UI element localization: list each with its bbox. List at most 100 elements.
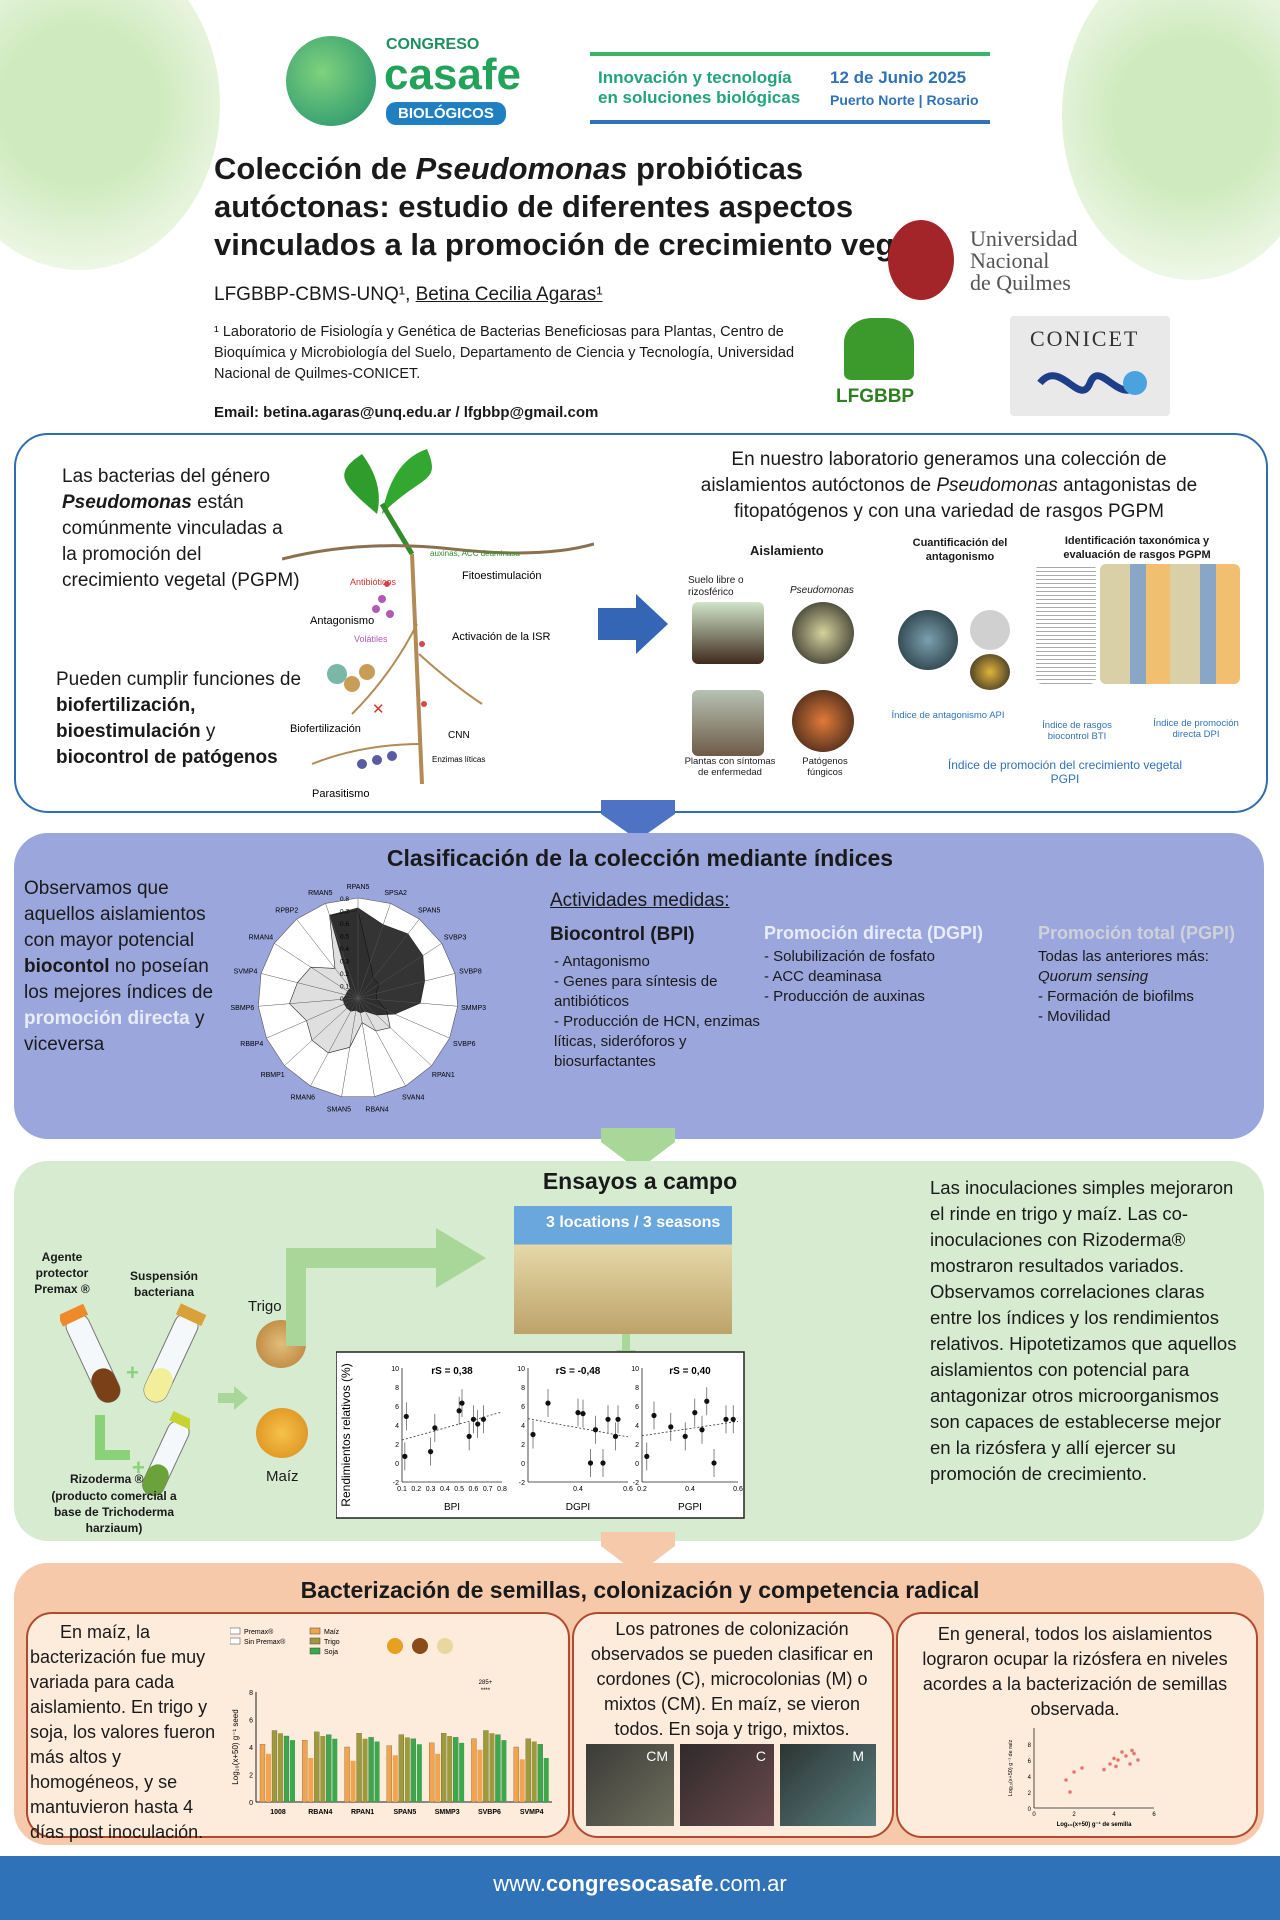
svg-text:Antagonismo: Antagonismo	[310, 615, 374, 627]
scatter-point	[730, 1416, 736, 1422]
scatter-point	[575, 1410, 581, 1416]
antagonism-photo-3	[970, 654, 1010, 690]
bar-legend-swatch	[230, 1637, 241, 1645]
scatter-point	[704, 1398, 710, 1404]
radar-spoke	[260, 973, 359, 999]
radar-spoke	[357, 997, 458, 1007]
scatter-ytick: 0	[521, 1461, 525, 1468]
scatter-point	[466, 1433, 472, 1439]
svg-text:Antibióticos: Antibióticos	[350, 577, 397, 587]
scatter-annotation: rS = 0,40	[669, 1366, 711, 1377]
banner-date: 12 de Junio 2025	[830, 68, 967, 87]
radar-spoke	[341, 997, 359, 1097]
radar-spoke	[357, 943, 442, 999]
micrograph-c: C	[680, 1744, 774, 1826]
radar-tick-label: 0.7	[340, 909, 349, 916]
radar-spoke	[357, 973, 456, 999]
scatter-ytick: 6	[521, 1404, 525, 1411]
radar-axis-label: SVMP4	[234, 969, 258, 976]
bar	[525, 1738, 531, 1803]
radar-axis-label: SPAN5	[418, 908, 441, 915]
email: Email: betina.agaras@unq.edu.ar / lfgbbp…	[214, 404, 599, 421]
scatter-annotation: rS = -0,48	[556, 1366, 601, 1377]
bar	[489, 1733, 495, 1802]
svg-text:Parasitismo: Parasitismo	[312, 788, 369, 800]
scatter-point	[699, 1427, 705, 1433]
workflow-diagram: Aislamiento Cuantificación del antagonis…	[684, 535, 1240, 786]
scatter-point	[592, 1427, 599, 1433]
root-point	[1128, 1762, 1132, 1766]
radar-spoke	[357, 997, 406, 1087]
root-point	[1136, 1758, 1140, 1762]
bar-legend-swatch	[230, 1627, 241, 1635]
root-xlabel: Log₁₀(x+50) g⁻¹ de semilla	[1057, 1821, 1133, 1828]
scatter-trend-line	[401, 1411, 503, 1441]
radar-axis-label: SPSA2	[384, 890, 407, 897]
radar-axis-label: RBBP4	[240, 1041, 263, 1048]
scatter-ytick: 8	[521, 1385, 525, 1392]
svg-text:CNN: CNN	[448, 730, 470, 741]
scatter-ytick: 8	[395, 1385, 399, 1392]
big-green-arrow-icon	[286, 1228, 486, 1346]
field-title: Ensayos a campo	[542, 1168, 738, 1194]
rizoderma-tube-icon: +	[95, 1411, 190, 1496]
scatter-xtick: 0.3	[426, 1486, 436, 1493]
bar	[332, 1738, 338, 1802]
scatter-ytick: -2	[633, 1480, 639, 1487]
scatter-point	[403, 1413, 409, 1420]
pgpm-plant-diagram: ✕ auxinas, ACC deaminasa Fitoestimulació…	[282, 449, 594, 800]
congress-banner: Innovación y tecnología en soluciones bi…	[590, 52, 990, 124]
bar	[483, 1730, 489, 1803]
root-point	[1108, 1762, 1112, 1766]
root-xtick: 4	[1112, 1812, 1116, 1818]
scatter-point	[432, 1425, 438, 1431]
pgpi-list: Todas las anteriores más:Quorum sensing-…	[1038, 948, 1209, 1025]
svg-text:✕: ✕	[372, 701, 385, 718]
radar-tick-label: 0	[340, 996, 344, 1003]
scatter-ytick: 2	[395, 1442, 399, 1449]
radar-axis-label: RMAN6	[291, 1095, 316, 1102]
seed-bacterization-bar-chart: Premax®Sin Premax®MaízTrigoSoja02468Log₁…	[230, 1627, 552, 1816]
svg-text:Enzimas líticas: Enzimas líticas	[432, 755, 485, 764]
root-point	[1116, 1758, 1120, 1762]
bar	[350, 1760, 356, 1802]
bar	[259, 1744, 266, 1803]
root-point	[1120, 1750, 1124, 1754]
scatter-xlabel: PGPI	[678, 1502, 702, 1513]
scatter-point	[456, 1408, 462, 1414]
diseased-plant-photo	[692, 690, 764, 756]
intro-text-2: Pueden cumplir funciones de biofertiliza…	[56, 669, 302, 768]
bar-legend-label: Maíz	[324, 1629, 340, 1636]
bar	[362, 1738, 368, 1802]
scatter-trend-line	[527, 1418, 629, 1438]
right-arrow-icon	[598, 594, 668, 654]
bar-legend-label: Trigo	[324, 1639, 340, 1646]
scatter-ytick: 0	[635, 1461, 639, 1468]
bar	[283, 1735, 290, 1803]
measured-title: Actividades medidas:	[550, 890, 730, 911]
casafe-logo: CONGRESO casafe BIOLÓGICOS	[286, 30, 538, 138]
bar	[440, 1733, 447, 1803]
bar	[392, 1755, 398, 1802]
radar-tick-label: 0.8	[340, 896, 349, 903]
scatter-xtick: 0.6	[623, 1486, 633, 1493]
root-point	[1132, 1751, 1136, 1756]
root-point	[1130, 1748, 1134, 1753]
scatter-trend-line	[641, 1420, 739, 1437]
bar	[326, 1734, 332, 1803]
scatter-xtick: 0.2	[637, 1486, 647, 1493]
maize-label: Maíz	[266, 1468, 299, 1485]
scatter-ytick: 4	[395, 1423, 399, 1430]
radar-spoke	[266, 997, 359, 1039]
pgpm-plates-image	[1100, 564, 1240, 684]
radar-axis-label: RBAN4	[365, 1106, 388, 1113]
svg-text:Volátiles: Volátiles	[354, 634, 388, 644]
scatter-point	[644, 1453, 650, 1459]
scatter-point	[723, 1416, 729, 1422]
radar-axis-label: SVBP3	[444, 935, 467, 942]
bar	[519, 1759, 525, 1802]
scatter-point	[580, 1411, 586, 1417]
bar-category-label: 1008	[270, 1809, 286, 1816]
footer-url[interactable]: www.congresocasafe.com.ar	[0, 1856, 1280, 1920]
